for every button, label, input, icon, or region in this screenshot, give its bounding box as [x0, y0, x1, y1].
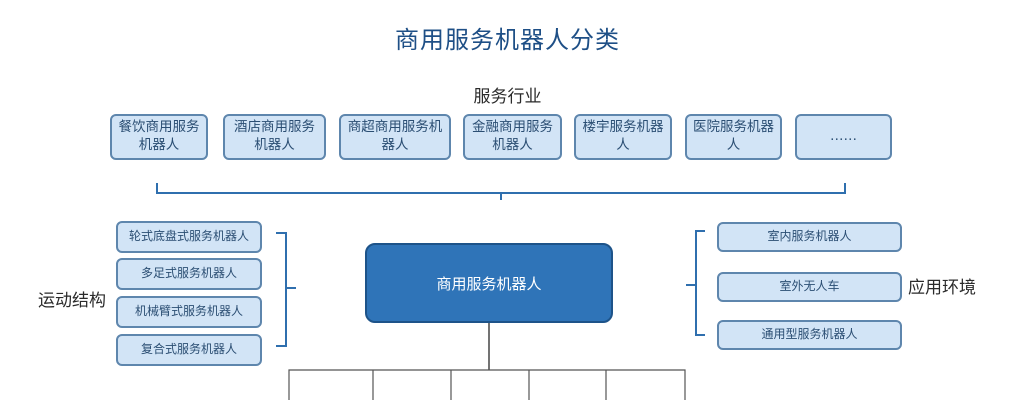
center-node: 商用服务机器人 — [365, 243, 613, 323]
lower-frame — [288, 369, 686, 400]
environment-item-indoor: 室内服务机器人 — [717, 222, 902, 252]
industry-item-supermarket: 商超商用服务机器人 — [339, 114, 451, 160]
motion-item-legged: 多足式服务机器人 — [116, 258, 262, 290]
motion-section-label: 运动结构 — [38, 291, 106, 311]
environment-item-outdoor: 室外无人车 — [717, 272, 902, 302]
environment-item-general: 通用型服务机器人 — [717, 320, 902, 350]
motion-item-wheeled: 轮式底盘式服务机器人 — [116, 221, 262, 253]
industry-item-catering: 餐饮商用服务机器人 — [110, 114, 208, 160]
environment-section-label: 应用环境 — [908, 278, 976, 298]
industry-item-finance: 金融商用服务机器人 — [463, 114, 562, 160]
diagram-title: 商用服务机器人分类 — [395, 26, 620, 54]
motion-brace — [276, 232, 296, 347]
environment-brace — [686, 230, 705, 336]
motion-item-composite: 复合式服务机器人 — [116, 334, 262, 366]
industry-item-more: …… — [795, 114, 892, 160]
industry-item-building: 楼宇服务机器人 — [574, 114, 672, 160]
industry-brace — [156, 183, 846, 200]
industry-section-label: 服务行业 — [473, 87, 542, 107]
motion-item-arm: 机械臂式服务机器人 — [116, 296, 262, 328]
industry-item-hospital: 医院服务机器人 — [685, 114, 782, 160]
industry-item-hotel: 酒店商用服务机器人 — [223, 114, 326, 160]
